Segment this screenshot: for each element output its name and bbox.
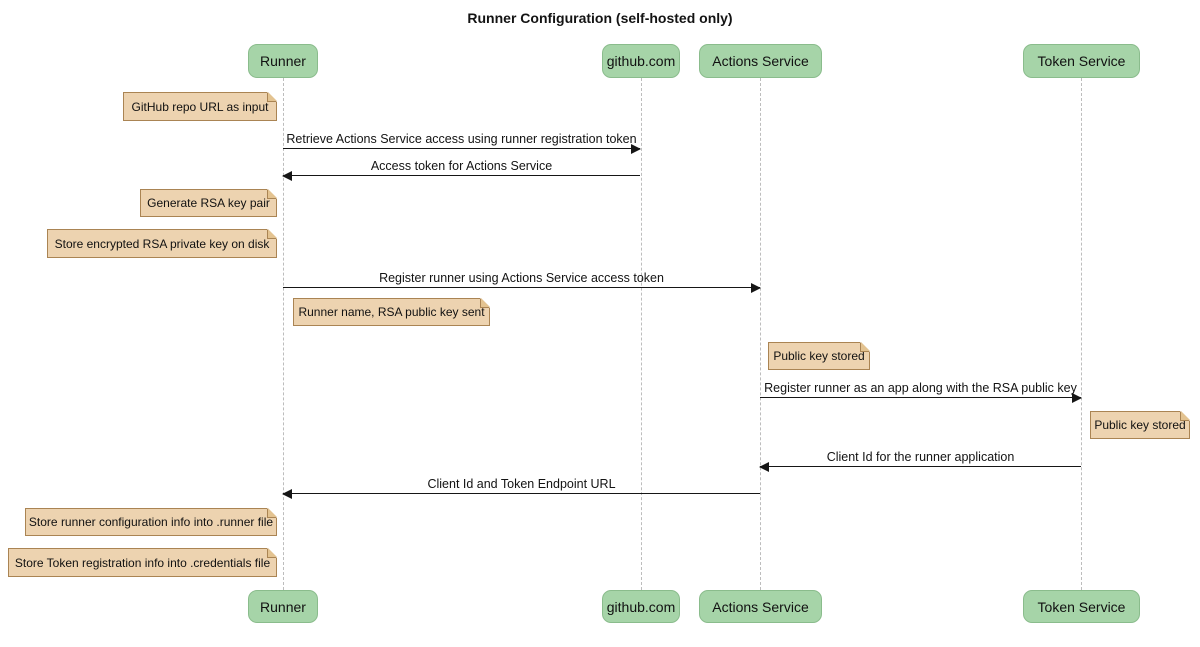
arrowhead-left-icon xyxy=(282,171,292,181)
message-line xyxy=(283,287,760,288)
actor-token-service-top: Token Service xyxy=(1023,44,1140,78)
message-label: Register runner using Actions Service ac… xyxy=(379,271,664,285)
actor-actions-service-top: Actions Service xyxy=(699,44,822,78)
message-access-token-returned: Access token for Actions Service xyxy=(282,154,640,181)
lifeline-github xyxy=(641,78,642,590)
note-github-repo-url: GitHub repo URL as input xyxy=(123,92,277,121)
message-line xyxy=(283,175,640,176)
message-retrieve-actions-access: Retrieve Actions Service access using ru… xyxy=(283,127,641,154)
diagram-title: Runner Configuration (self-hosted only) xyxy=(467,10,733,26)
lifeline-actions-service xyxy=(760,78,761,590)
actor-token-service-bottom: Token Service xyxy=(1023,590,1140,623)
note-store-runner-config: Store runner configuration info into .ru… xyxy=(25,508,277,536)
message-register-runner-as-app: Register runner as an app along with the… xyxy=(760,376,1082,403)
message-register-runner: Register runner using Actions Service ac… xyxy=(283,266,761,293)
actor-github-top: github.com xyxy=(602,44,680,78)
lifeline-runner xyxy=(283,78,284,590)
arrowhead-left-icon xyxy=(759,462,769,472)
arrowhead-right-icon xyxy=(1072,393,1082,403)
message-line xyxy=(283,493,760,494)
lifeline-token-service xyxy=(1081,78,1082,590)
note-public-key-stored-actions: Public key stored xyxy=(768,342,870,370)
note-store-encrypted-private-key: Store encrypted RSA private key on disk xyxy=(47,229,277,258)
message-label: Register runner as an app along with the… xyxy=(764,381,1077,395)
note-runner-name-public-key-sent: Runner name, RSA public key sent xyxy=(293,298,490,326)
actor-actions-service-bottom: Actions Service xyxy=(699,590,822,623)
arrowhead-left-icon xyxy=(282,489,292,499)
note-store-token-registration: Store Token registration info into .cred… xyxy=(8,548,277,577)
arrowhead-right-icon xyxy=(631,144,641,154)
actor-runner-top: Runner xyxy=(248,44,318,78)
message-line xyxy=(760,397,1081,398)
message-client-id-and-token-endpoint: Client Id and Token Endpoint URL xyxy=(282,472,760,499)
message-label: Client Id and Token Endpoint URL xyxy=(427,477,616,491)
message-line xyxy=(283,148,640,149)
message-label: Access token for Actions Service xyxy=(370,159,553,173)
note-generate-rsa-key-pair: Generate RSA key pair xyxy=(140,189,277,217)
actor-github-bottom: github.com xyxy=(602,590,680,623)
message-client-id-for-runner-app: Client Id for the runner application xyxy=(759,445,1081,472)
actor-runner-bottom: Runner xyxy=(248,590,318,623)
arrowhead-right-icon xyxy=(751,283,761,293)
message-label: Retrieve Actions Service access using ru… xyxy=(286,132,637,146)
message-line xyxy=(760,466,1081,467)
message-label: Client Id for the runner application xyxy=(826,450,1015,464)
note-public-key-stored-token: Public key stored xyxy=(1090,411,1190,439)
